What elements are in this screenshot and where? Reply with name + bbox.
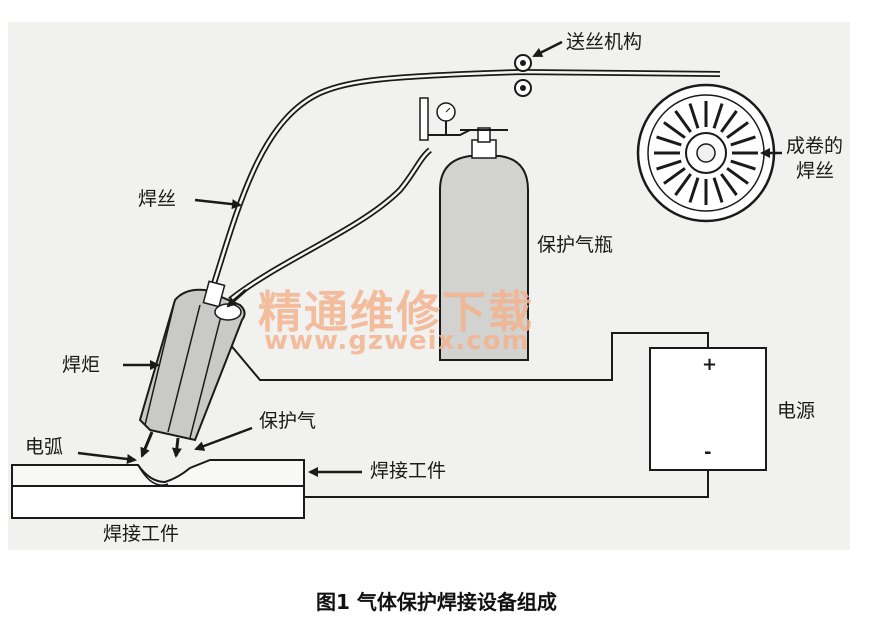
power-minus-sign: - bbox=[704, 442, 712, 463]
welding-wire-label: 焊丝 bbox=[138, 188, 177, 210]
spool-spoke bbox=[712, 103, 724, 129]
wire-spool bbox=[636, 83, 776, 223]
spool-spoke bbox=[730, 159, 756, 171]
spool-spoke bbox=[726, 121, 749, 139]
gas-flow-arrow-right bbox=[171, 437, 182, 458]
welding-torch bbox=[138, 280, 246, 442]
spool-spoke bbox=[663, 167, 686, 185]
gas-cylinder bbox=[439, 127, 529, 361]
watermark-url: www.gzweix.com bbox=[264, 326, 530, 356]
spool-label-line2: 焊丝 bbox=[796, 160, 835, 182]
shielding-gas-label: 保护气 bbox=[259, 410, 317, 432]
power-source-label: 电源 bbox=[777, 400, 816, 422]
spool-spoke bbox=[712, 177, 724, 203]
spool-spoke bbox=[674, 110, 692, 133]
wire-feed-rollers bbox=[514, 54, 532, 97]
gas-cylinder-label: 保护气瓶 bbox=[537, 234, 614, 256]
shielding-gas-arrow bbox=[194, 426, 253, 451]
spool-label-line1: 成卷的 bbox=[786, 135, 844, 157]
regulator bbox=[419, 97, 471, 141]
spool-spoke bbox=[656, 159, 682, 171]
workpiece-power-cable bbox=[304, 470, 709, 498]
spool-spoke bbox=[726, 167, 749, 185]
spool-spoke bbox=[674, 173, 692, 196]
spool-spoke bbox=[720, 110, 738, 133]
workpiece-right-label: 焊接工件 bbox=[370, 460, 447, 482]
gas-inlet-arrow bbox=[226, 288, 247, 308]
wire-feeder-label: 送丝机构 bbox=[566, 31, 643, 53]
arc-label: 电弧 bbox=[25, 436, 64, 458]
arc-arrow bbox=[77, 451, 137, 464]
torch-power-cable bbox=[217, 329, 709, 381]
power-source bbox=[649, 347, 767, 471]
wire-arrow bbox=[194, 198, 242, 210]
spool-spoke bbox=[688, 103, 700, 129]
wire-feeder-arrow bbox=[532, 40, 563, 58]
power-plus-sign: + bbox=[702, 354, 718, 375]
spool-spoke bbox=[688, 177, 700, 203]
spool-spoke bbox=[656, 135, 682, 147]
spool-spoke bbox=[720, 173, 738, 196]
figure-caption: 图1 气体保护焊接设备组成 bbox=[316, 590, 557, 614]
gas-flow-arrow-left bbox=[140, 431, 154, 458]
spool-spoke bbox=[663, 121, 686, 139]
torch-label: 焊炬 bbox=[62, 354, 101, 376]
workpiece bbox=[11, 459, 305, 519]
spool-spoke bbox=[730, 135, 756, 147]
workpiece-bottom-label: 焊接工件 bbox=[103, 523, 180, 545]
watermark-title: 精通维修下载 bbox=[258, 287, 534, 338]
